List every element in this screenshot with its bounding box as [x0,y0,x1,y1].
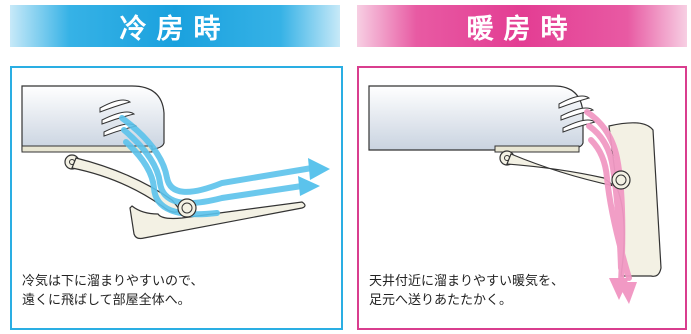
heat-airflow-arrows [584,109,632,286]
flap-pivot [611,170,631,190]
cooling-mode-title: 冷房時 [119,13,231,45]
cool-arrow-head-2 [298,176,320,196]
heating-mode-title: 暖房時 [466,13,578,45]
cool-arrow-head-1 [308,158,330,180]
flap-pivot [177,198,197,218]
ac-unit-body [368,85,584,151]
cooling-caption-line2: 遠くに飛ばして部屋全体へ。 [22,293,191,308]
cooling-caption-line1: 冷気は下に溜まりやすいので、 [22,274,204,289]
vent-slats [99,99,138,137]
ac-unit-base [494,145,580,153]
cooling-airflow-diagram [21,85,330,240]
heating-caption: 天井付近に溜まりやすい暖気を、 足元へ送りあたたかく。 [369,272,564,310]
heating-airflow-diagram [368,85,662,304]
heating-panel: 天井付近に溜まりやすい暖気を、 足元へ送りあたたかく。 [357,66,687,330]
cooling-mode-header: 冷房時 [10,5,340,47]
heating-caption-line2: 足元へ送りあたたかく。 [369,293,513,308]
ac-unit-base [21,145,153,153]
cooling-caption: 冷気は下に溜まりやすいので、 遠くに飛ばして部屋全体へ。 [22,272,203,310]
flap-arm [506,153,615,187]
heating-mode-header: 暖房時 [357,5,687,47]
heat-arrow-head-2 [617,282,637,304]
ac-unit-body [21,85,165,151]
cooling-panel: 冷気は下に溜まりやすいので、 遠くに飛ばして部屋全体へ。 [10,66,343,330]
louver-flap [129,201,306,240]
heating-caption-line1: 天井付近に溜まりやすい暖気を、 [369,274,565,289]
